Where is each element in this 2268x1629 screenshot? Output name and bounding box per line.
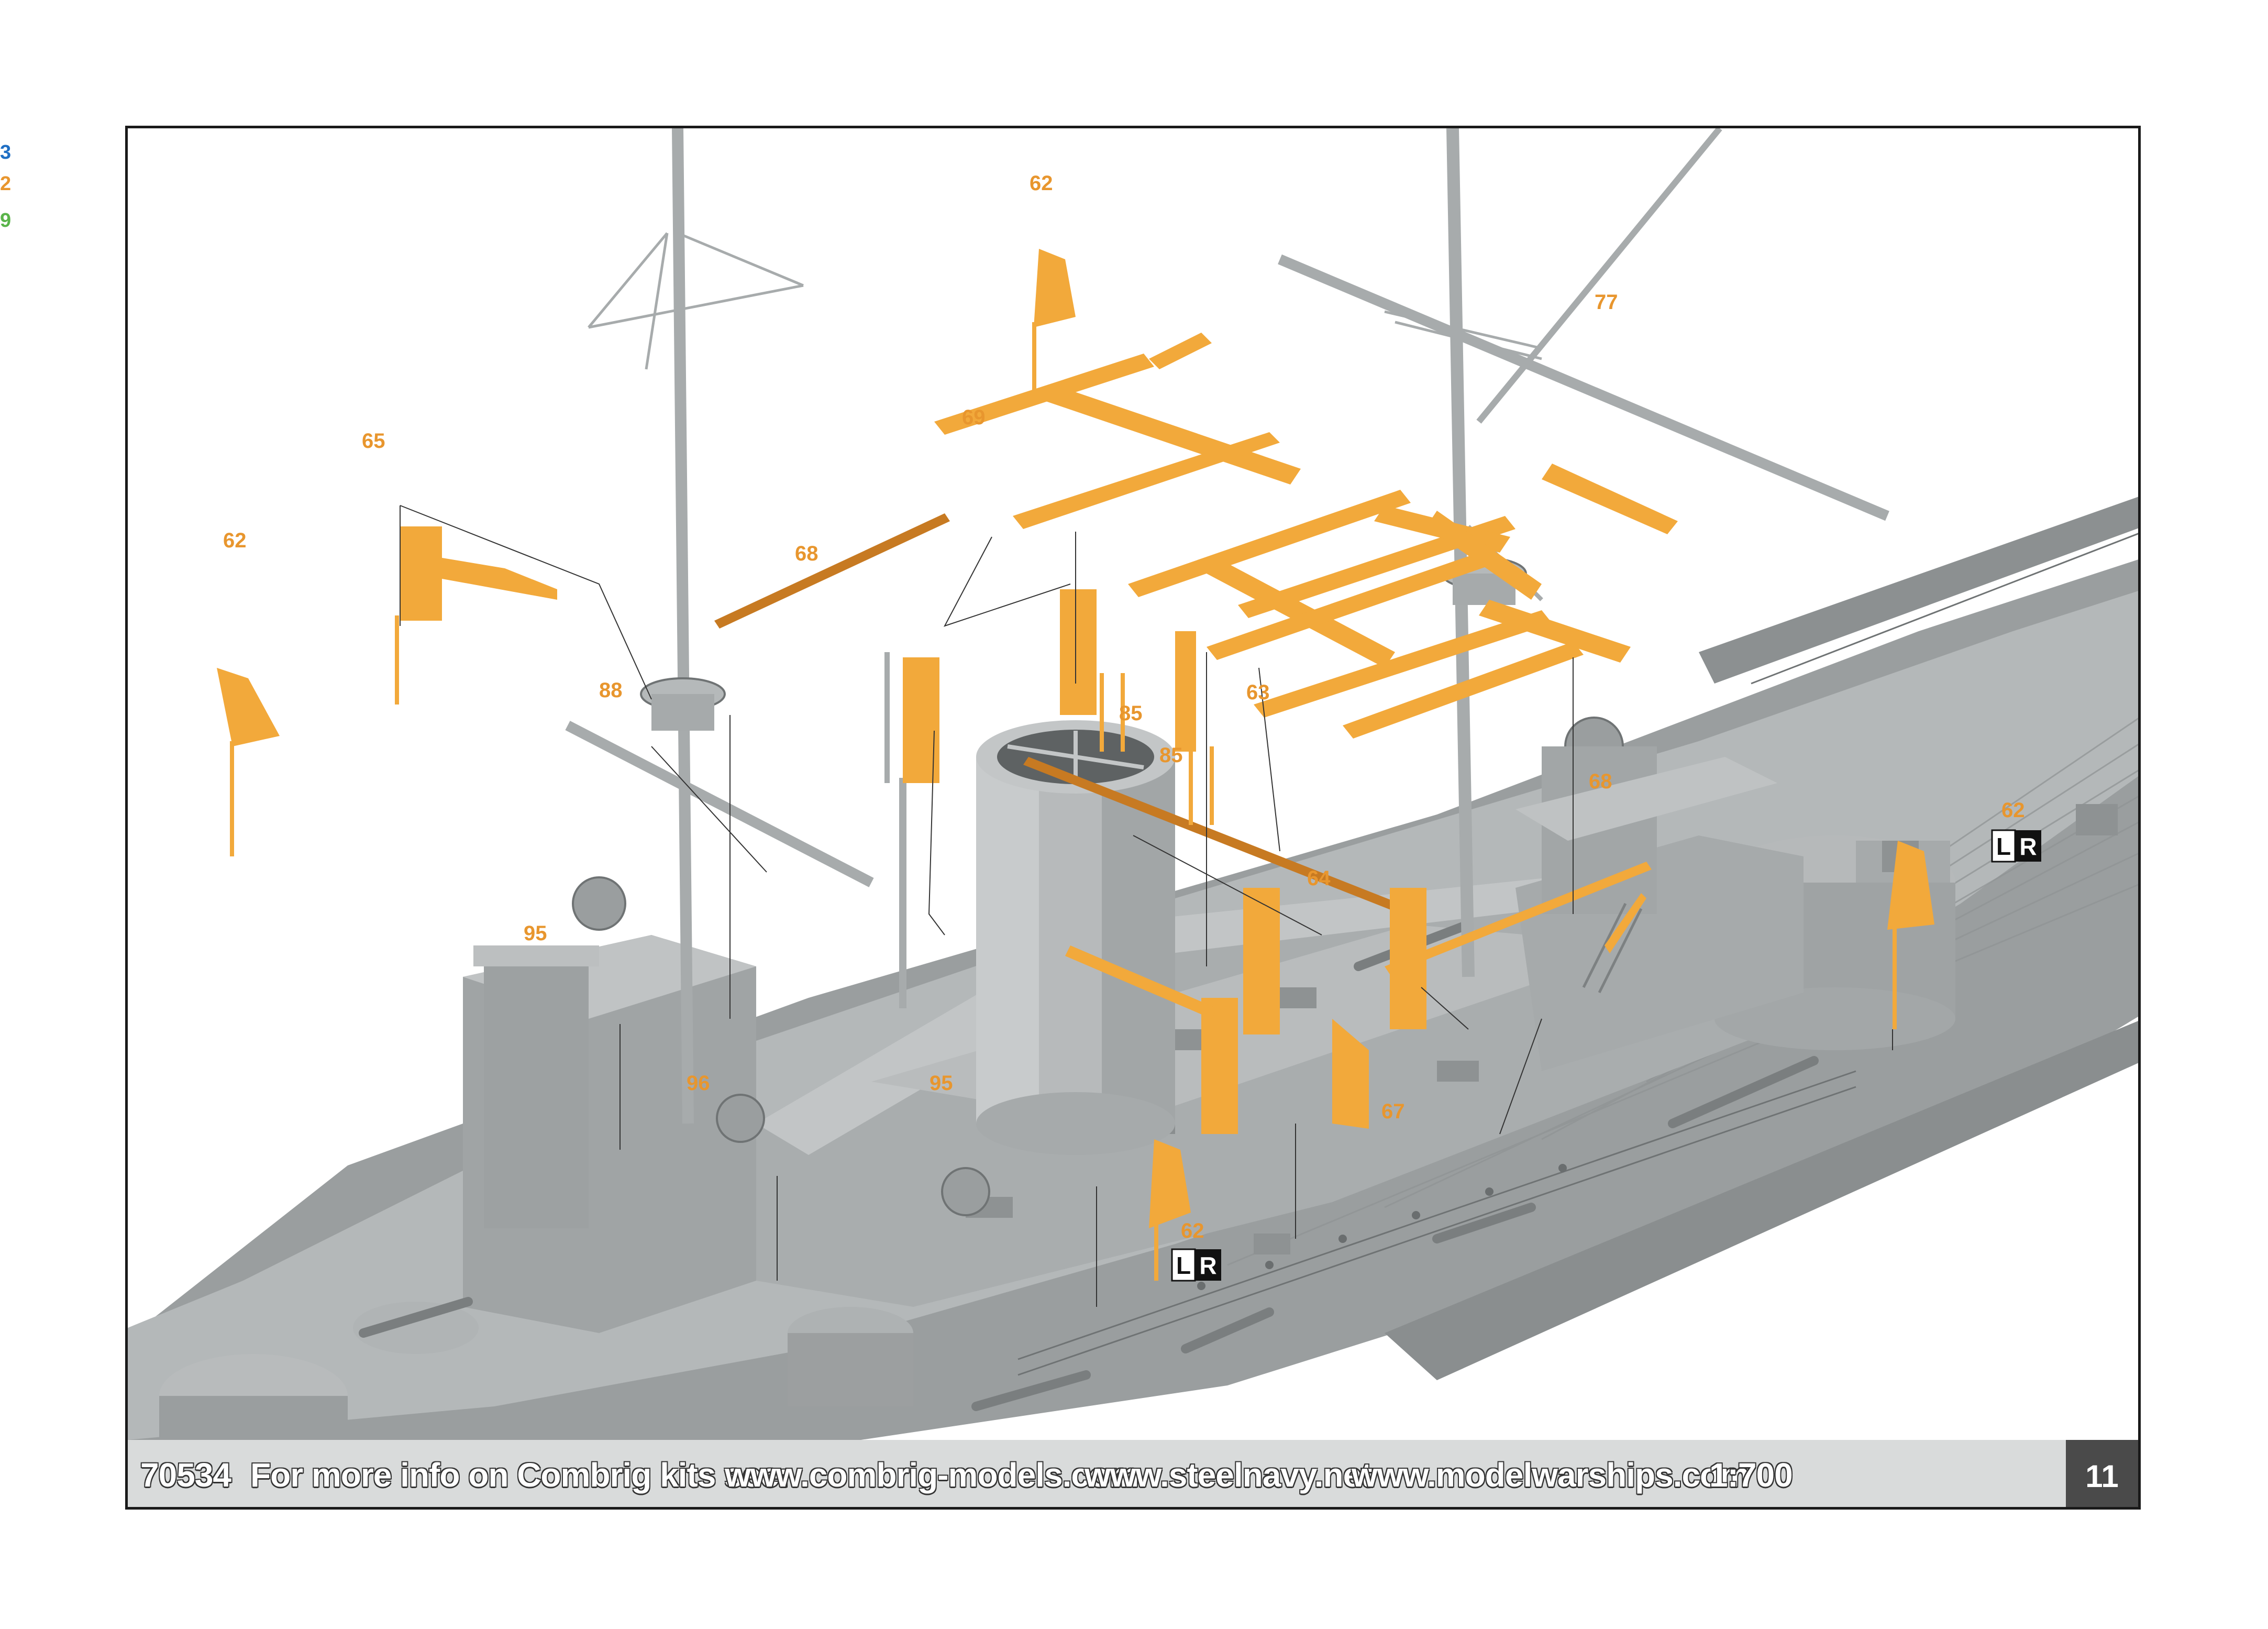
link-modelwarships[interactable]: www.modelwarships.com <box>1352 1456 1750 1494</box>
label-62-left: 62 <box>223 529 247 552</box>
pe-part-69-platform <box>934 333 1678 739</box>
link-combrig[interactable]: www.combrig-models.com <box>725 1456 1139 1494</box>
page-number: 11 <box>2066 1440 2138 1507</box>
pe-part-62-right <box>1887 841 1934 1029</box>
part-labels: 62 65 62 68 69 77 88 85 85 63 68 64 62 9… <box>223 172 2025 1242</box>
lr-badge-right: L R <box>1991 829 2041 863</box>
pe-part-64a <box>903 657 939 783</box>
lr-badge-right-l: L <box>1996 833 2011 860</box>
pe-part-64c <box>1175 631 1196 752</box>
label-64: 64 <box>1307 867 1331 890</box>
label-62-right: 62 <box>2001 799 2025 822</box>
footer-bar: 70534 For more info on Combrig kits see:… <box>128 1440 2138 1507</box>
pe-part-62-left <box>217 668 280 856</box>
pe-part-68c-rail <box>1385 862 1652 974</box>
label-69: 69 <box>962 406 986 429</box>
pe-part-64b <box>1060 589 1097 715</box>
edge-number-orange: 2 <box>0 173 12 195</box>
pe-part-85-ladders <box>1100 673 1214 825</box>
lr-badge-center-r: R <box>1199 1252 1216 1279</box>
photo-etch-parts <box>217 249 1934 1281</box>
edge-number-blue: 3 <box>0 141 12 163</box>
scale: 1:700 <box>1709 1456 1793 1494</box>
pe-part-64f <box>1201 998 1238 1134</box>
label-65: 65 <box>362 430 385 453</box>
label-67: 67 <box>1381 1100 1405 1123</box>
pe-part-67 <box>1332 1019 1369 1129</box>
label-77: 77 <box>1595 291 1618 314</box>
label-63: 63 <box>1246 681 1270 704</box>
label-85-lower: 85 <box>1159 744 1183 767</box>
link-steelnavy[interactable]: www.steelnavy.net <box>1085 1456 1373 1494</box>
label-96: 96 <box>687 1072 710 1095</box>
pe-part-64d <box>1390 888 1426 1029</box>
pe-part-64-rail <box>1065 945 1217 1019</box>
lr-badge-right-r: R <box>2019 833 2037 860</box>
lr-badge-center-l: L <box>1176 1252 1191 1279</box>
pe-part-64e <box>1243 888 1280 1034</box>
label-95-center: 95 <box>930 1072 953 1095</box>
label-68: 68 <box>795 542 818 565</box>
pe-part-62-center <box>1149 1139 1191 1281</box>
kit-number: 70534 <box>140 1456 231 1494</box>
pe-part-62-top <box>1032 249 1076 401</box>
lr-badge-center: L R <box>1171 1248 1221 1282</box>
label-62-center: 62 <box>1181 1219 1204 1242</box>
pe-part-65 <box>395 526 557 705</box>
assembly-frame: 62 65 62 68 69 77 88 85 85 63 68 64 62 9… <box>125 126 2141 1510</box>
label-68-aft: 68 <box>1589 770 1612 793</box>
label-85-upper: 85 <box>1119 702 1143 725</box>
info-text: For more info on Combrig kits see: <box>250 1456 790 1494</box>
pe-part-68-rail <box>714 513 950 629</box>
pe-part-68b-rail <box>1023 757 1426 922</box>
funnel <box>976 720 1175 1155</box>
edge-number-green: 9 <box>0 210 12 232</box>
leader-lines <box>400 505 1893 1307</box>
label-62-top: 62 <box>1030 172 1053 195</box>
label-88: 88 <box>599 679 623 702</box>
label-95-left: 95 <box>524 922 547 945</box>
pe-part-ladder-aft <box>1605 893 1646 953</box>
assembly-diagram: 62 65 62 68 69 77 88 85 85 63 68 64 62 9… <box>128 128 2138 1440</box>
